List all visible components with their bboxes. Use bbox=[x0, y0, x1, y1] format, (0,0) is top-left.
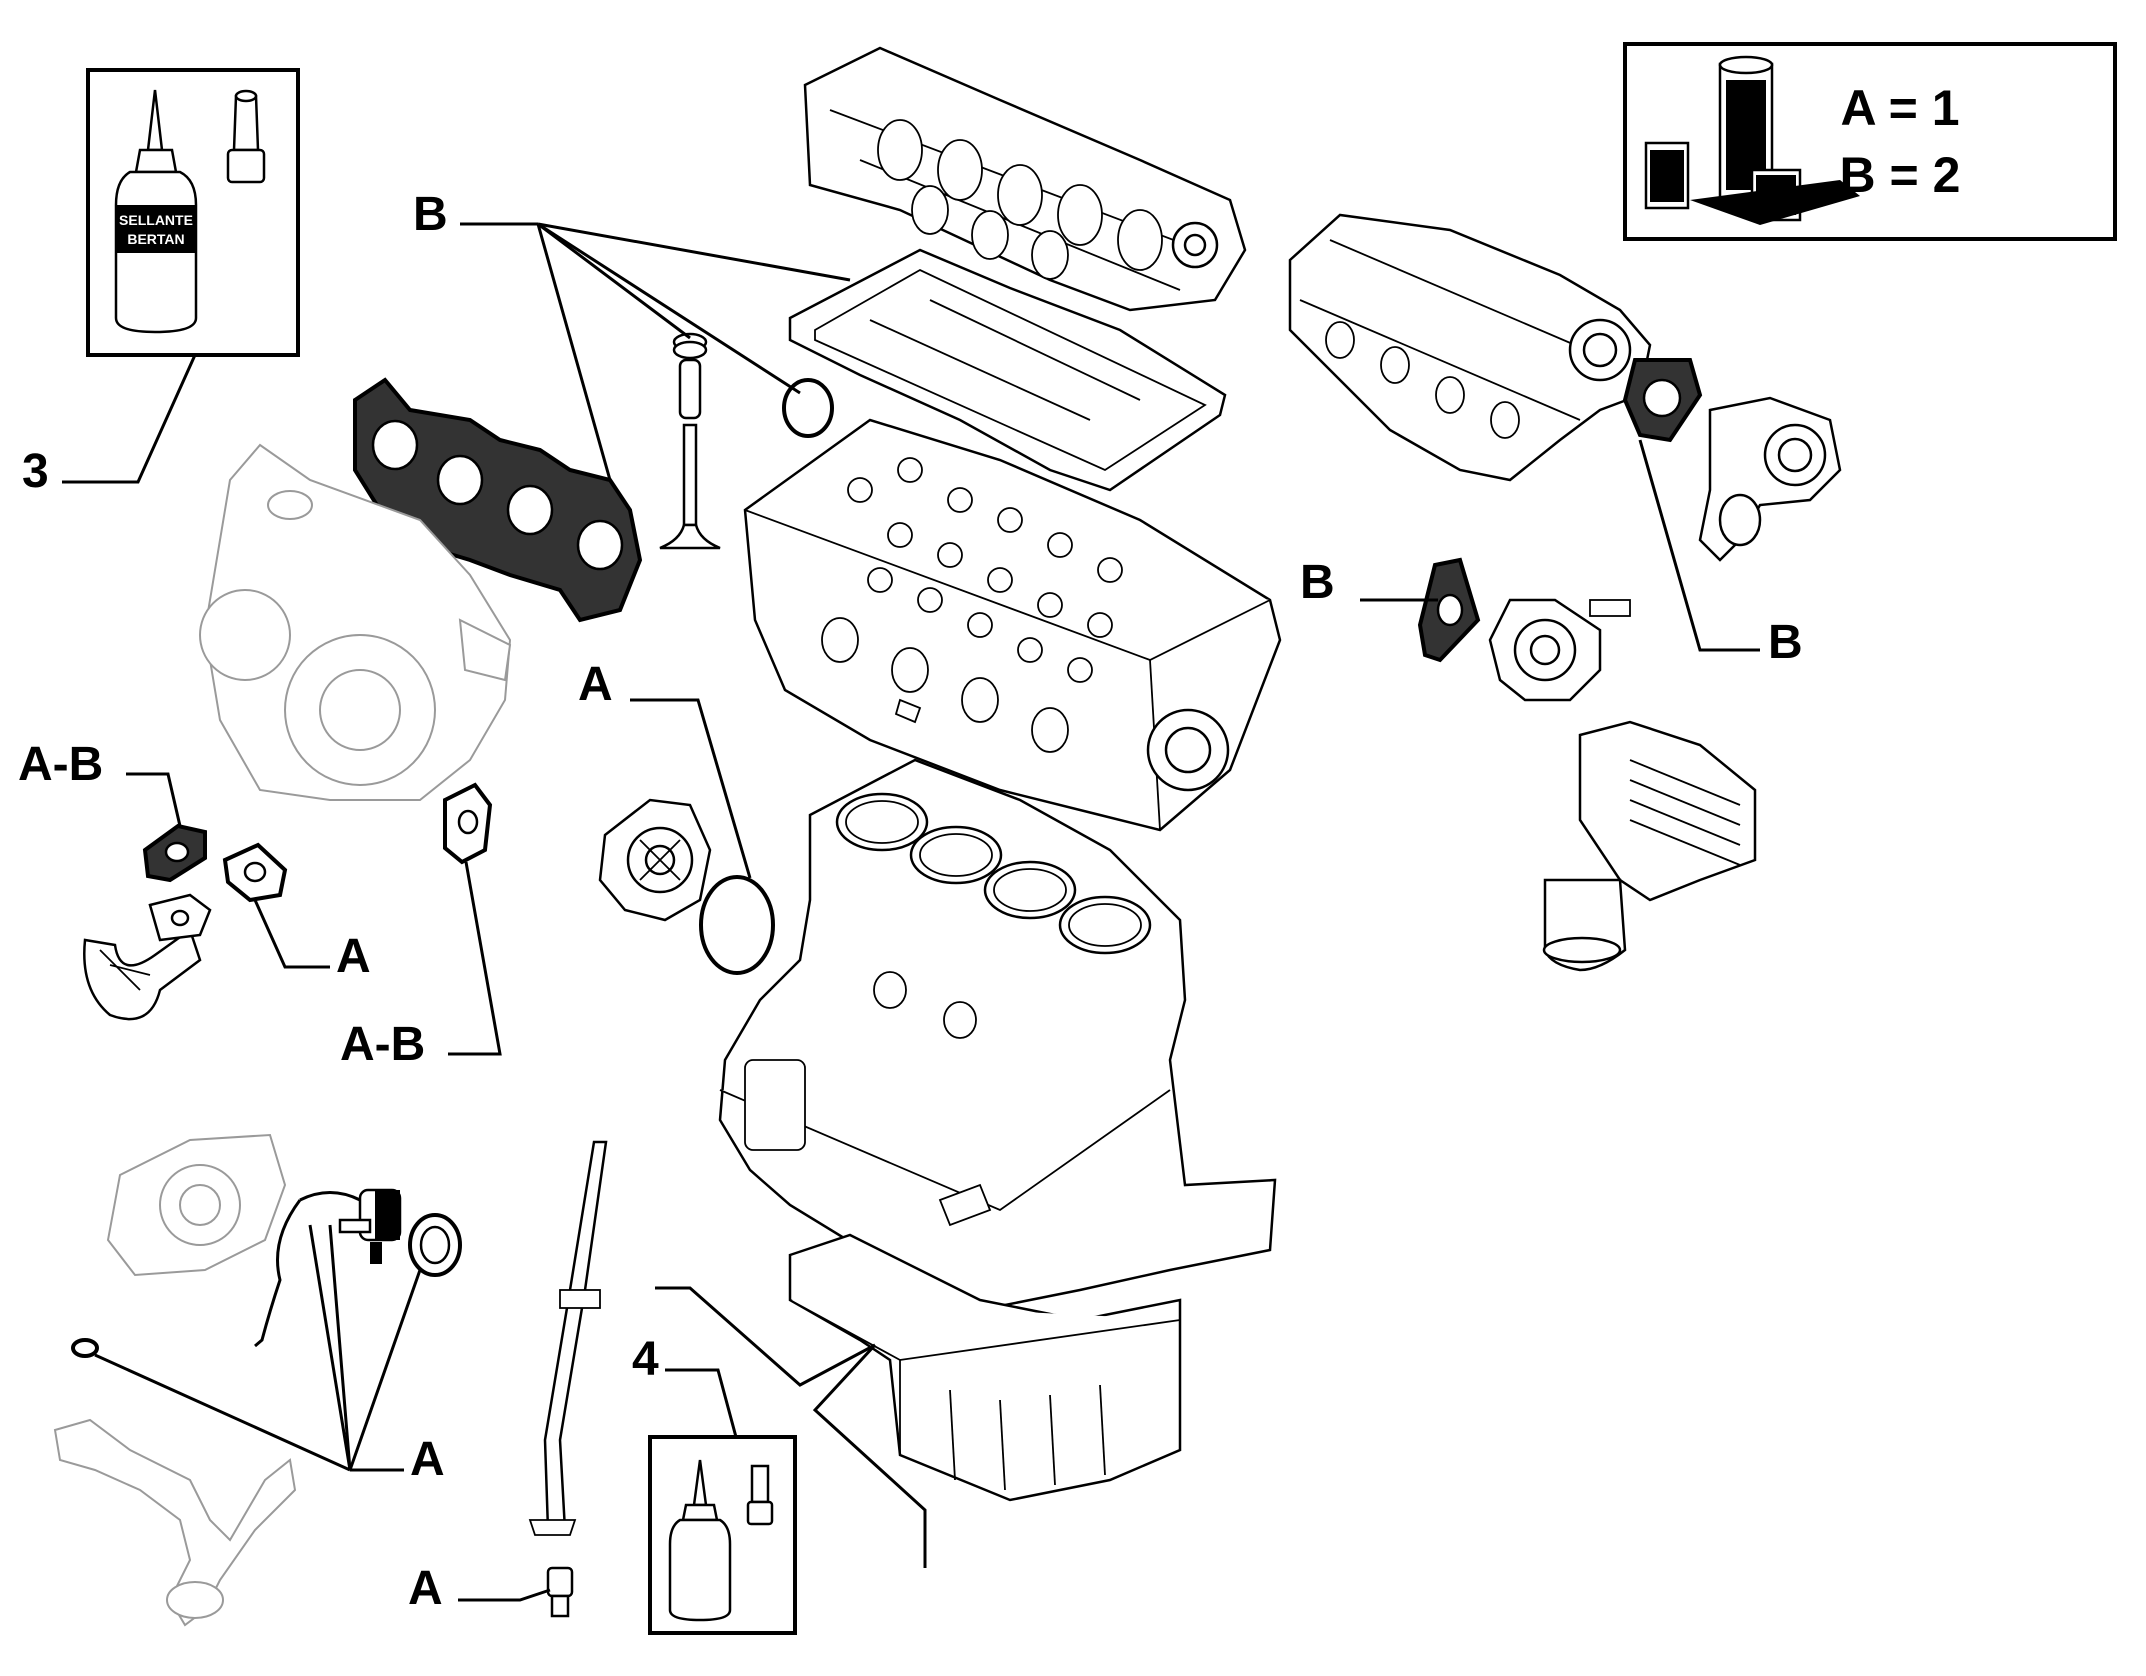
water-pump-o-ring bbox=[699, 875, 775, 975]
rocker-cover-gasket bbox=[788, 248, 1227, 492]
cylinder-bores bbox=[835, 792, 1152, 955]
callout-3: 3 bbox=[22, 445, 49, 498]
fiat-product-cans-icon bbox=[1644, 55, 1860, 225]
intake-flange-gasket bbox=[1622, 358, 1703, 443]
callout-4: 4 bbox=[632, 1333, 659, 1386]
callout-water-pump-ring: A bbox=[578, 658, 613, 711]
callout-turbo-oil-gasket-ab: A-B bbox=[340, 1018, 425, 1071]
legend-line-a: A = 1 bbox=[1840, 80, 1959, 136]
exhaust-manifold-gasket bbox=[353, 377, 643, 623]
water-pump bbox=[598, 798, 712, 922]
throttle-body bbox=[1698, 396, 1842, 562]
intake-manifold bbox=[1288, 213, 1652, 482]
small-o-ring bbox=[71, 1338, 99, 1358]
vacuum-pump-gasket bbox=[1417, 557, 1481, 663]
sealant-tube-label-2: BERTAN bbox=[127, 231, 184, 247]
oil-sump bbox=[788, 1233, 1182, 1502]
sealant-kit-3: SELLANTE BERTAN bbox=[86, 68, 300, 357]
legend-line-b: B = 2 bbox=[1840, 147, 1961, 203]
cam-lobes bbox=[877, 119, 1163, 280]
sealant-kit-4 bbox=[648, 1435, 797, 1635]
oil-pump-cover bbox=[106, 1133, 287, 1277]
valve-and-seal bbox=[659, 332, 721, 550]
engine-block bbox=[718, 758, 1277, 1312]
oil-pickup-pipe bbox=[53, 1418, 297, 1627]
callout-intake-gasket: B bbox=[1768, 616, 1803, 669]
camshaft-carrier bbox=[803, 46, 1247, 312]
crank-front-seal bbox=[408, 1213, 462, 1277]
egr-gasket-ab bbox=[142, 823, 207, 883]
turbo-oil-gasket-ab bbox=[443, 782, 493, 865]
vacuum-pump bbox=[1488, 598, 1631, 702]
dipstick-tube bbox=[528, 1140, 608, 1536]
callout-dipstick-plug: A bbox=[408, 1562, 443, 1615]
crank-sensor-and-wire bbox=[254, 1188, 402, 1348]
dipstick-plug bbox=[546, 1566, 574, 1618]
callout-head-group-b: B bbox=[413, 188, 448, 241]
callout-vacuum-pump-gasket: B bbox=[1300, 556, 1335, 609]
turbocharger bbox=[199, 443, 512, 801]
o-ring-small bbox=[782, 378, 834, 438]
legend-box: A = 1 B = 2 bbox=[1623, 42, 2117, 241]
callout-egr-gasket-a: A bbox=[336, 930, 371, 983]
sealant-tube-icon: SELLANTE BERTAN bbox=[114, 89, 198, 334]
sealant-cap-icon bbox=[226, 89, 266, 184]
callout-front-cover-seals: A bbox=[410, 1433, 445, 1486]
valve-springs bbox=[847, 457, 1123, 683]
sealant-tube-label-1: SELLANTE bbox=[119, 212, 193, 228]
egr-pipe bbox=[83, 893, 212, 1021]
egr-gasket-a bbox=[222, 842, 288, 903]
callout-egr-gasket-ab: A-B bbox=[18, 738, 103, 791]
cylinder-head bbox=[743, 418, 1282, 882]
oil-cooler-filter bbox=[1542, 720, 1757, 972]
